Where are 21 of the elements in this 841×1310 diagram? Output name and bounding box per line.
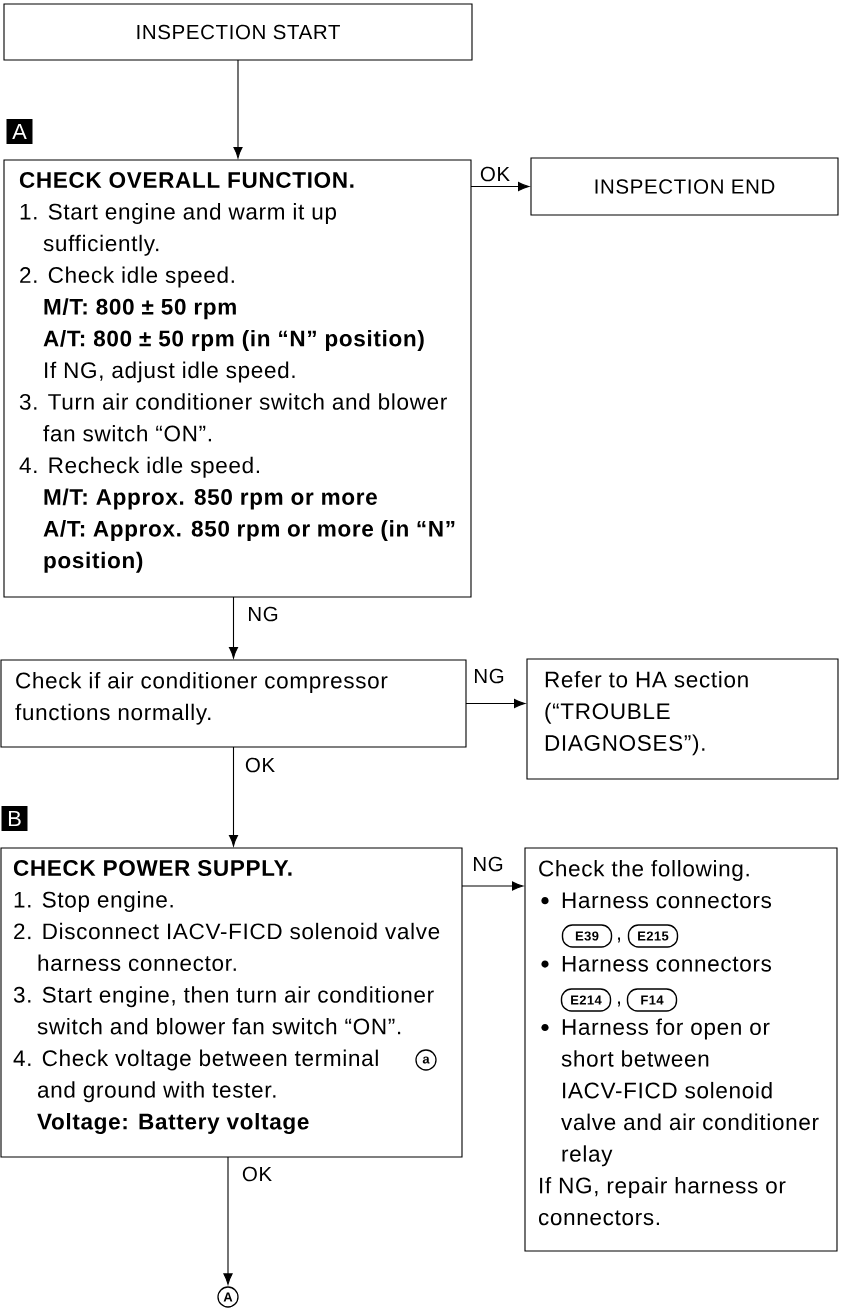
arrow	[228, 596, 239, 659]
edge-label: NG	[471, 855, 505, 873]
edge-label: OK	[478, 165, 512, 183]
arrow	[223, 1156, 233, 1285]
terminal-box: INSPECTION END	[530, 157, 839, 216]
arrow	[233, 59, 243, 159]
process-box: Refer to HA section (“TROUBLE DIAGNOSES”).	[526, 658, 839, 780]
off-page-connector: A	[217, 1286, 239, 1308]
edge-label: OK	[243, 756, 277, 774]
edge-label: NG	[246, 605, 280, 623]
separator-text: ,	[618, 937, 620, 943]
edge-label: NG	[472, 667, 506, 685]
process-box: Check if air conditioner compressor functions normally.	[0, 659, 467, 748]
terminal-box: INSPECTION START	[3, 3, 473, 61]
separator-text: ,	[618, 1001, 620, 1007]
arrow	[228, 746, 239, 847]
process-box: CHECK OVERALL FUNCTION. 1. Start engine and warm it up sufficiently. 2. Check idle speed. M/T: 800 ± 50 rpm A/T: 800 ± 50 rpm (in “N” position) If NG, adjust idle speed. 3. Turn air conditioner switch and blower fan switch “ON”. 4. Recheck idle speed. M/T: Approx. 850 rpm or more A/T: Approx. 850 rpm or more (in “N” position)	[3, 159, 472, 598]
edge-label: OK	[240, 1165, 274, 1183]
arrow	[461, 881, 524, 891]
arrow	[470, 181, 530, 192]
arrow	[465, 698, 526, 709]
